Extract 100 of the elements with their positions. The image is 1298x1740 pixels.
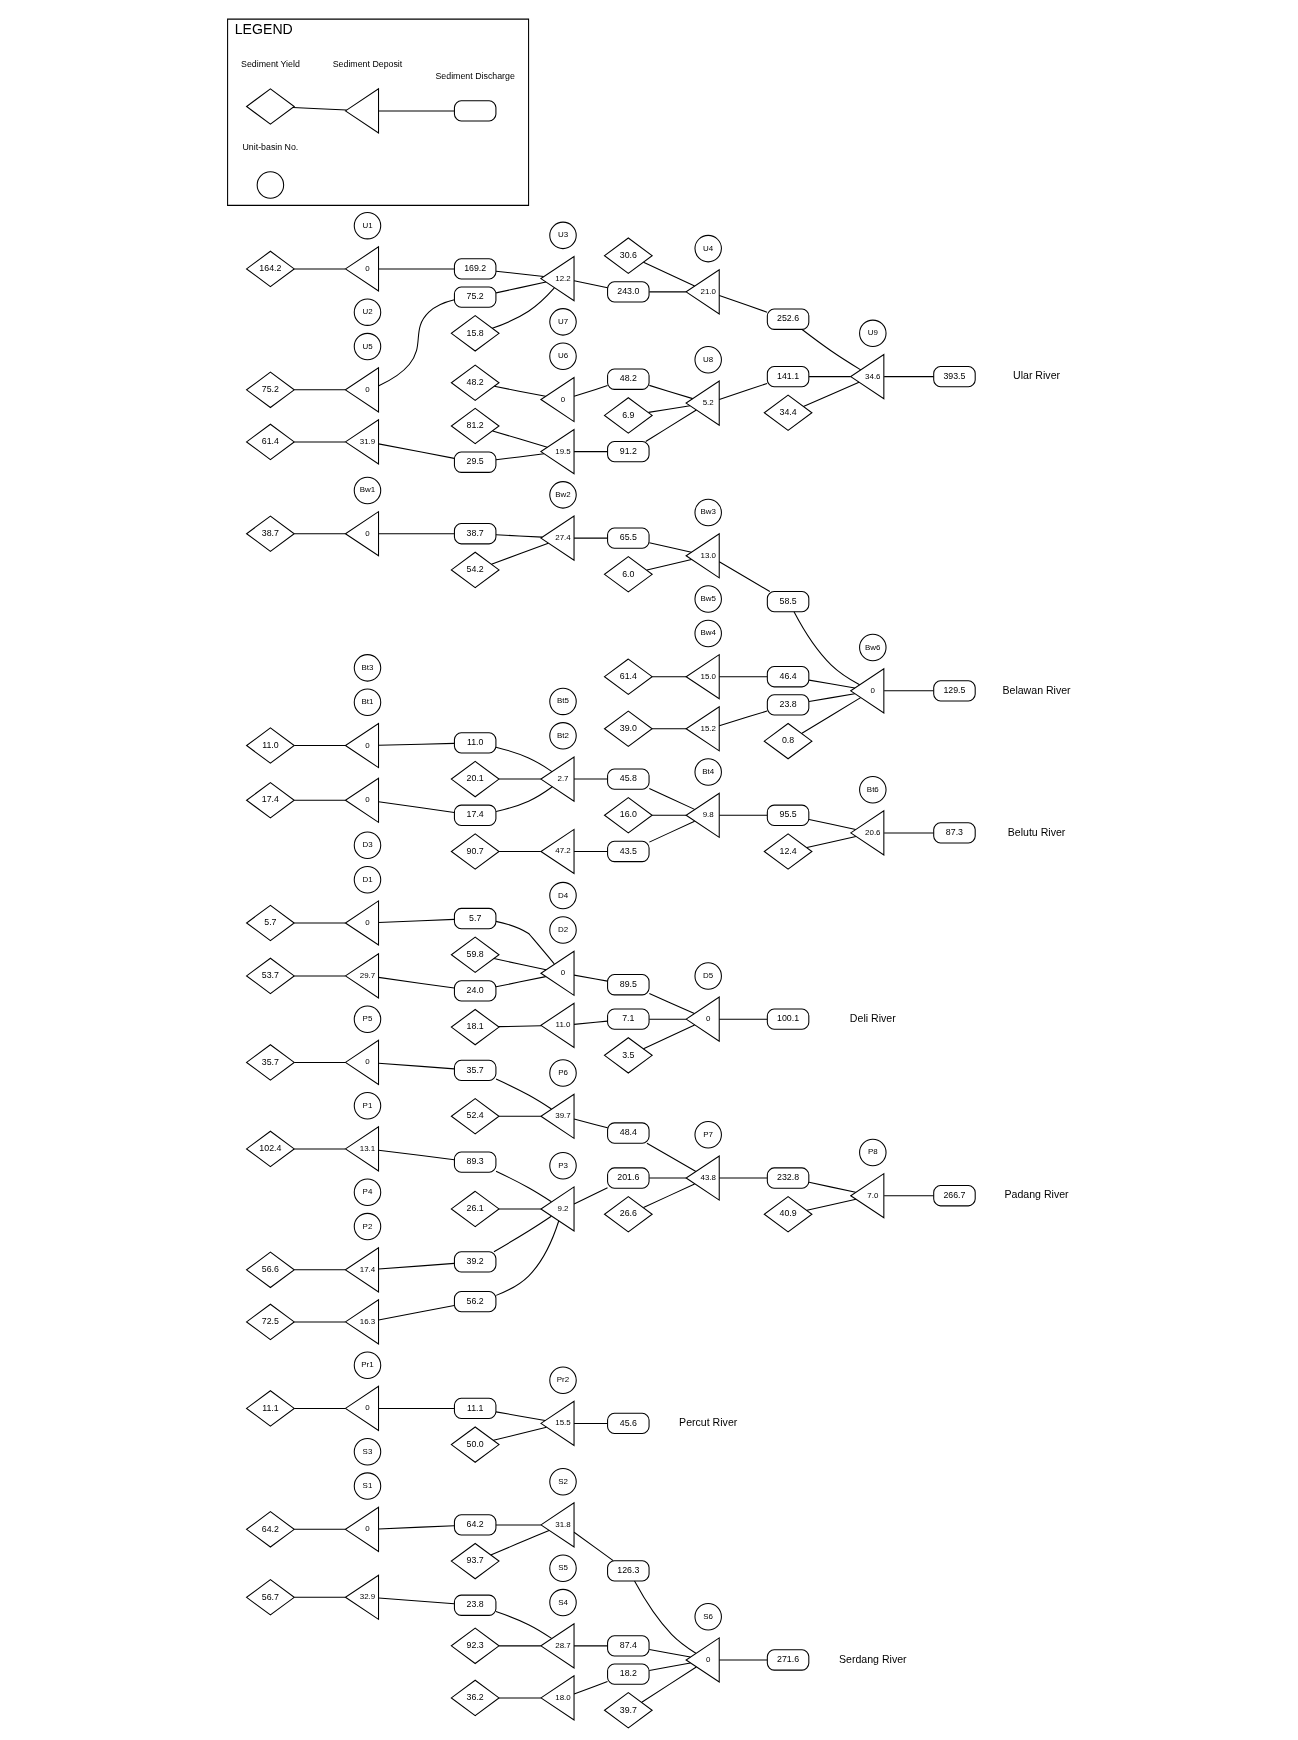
connector: [293, 922, 346, 924]
node-circle: Pr1: [353, 1351, 381, 1379]
connector: [642, 1024, 695, 1050]
connector: [808, 819, 856, 830]
node-diamond: 48.2: [449, 364, 500, 402]
connector: [645, 559, 692, 571]
node-circle: U3: [548, 221, 577, 250]
node-circle: Bt4: [693, 758, 722, 786]
node-circle: S2: [548, 1467, 577, 1496]
connector: [293, 975, 346, 977]
node-box: 18.2: [606, 1663, 650, 1685]
node-box: 11.1: [453, 1397, 496, 1420]
connector: [498, 1115, 541, 1117]
node-box: 243.0: [606, 281, 650, 303]
node-circle: P6: [548, 1059, 577, 1087]
connector: [377, 1407, 455, 1409]
connector: [491, 430, 548, 448]
node-diamond: 75.2: [245, 371, 295, 409]
connector: [883, 376, 934, 378]
node-circle: Bt2: [548, 722, 577, 750]
node-diamond: 17.4: [245, 781, 295, 819]
node-circle: U5: [353, 332, 381, 361]
connector: [718, 1018, 768, 1020]
connector: [377, 268, 455, 270]
node-diamond: 0.8: [762, 722, 813, 760]
node-diamond: 12.4: [762, 833, 813, 870]
node-diamond: [245, 88, 295, 125]
node-box: 23.8: [453, 1594, 496, 1616]
connector: [495, 1524, 541, 1526]
node-box: 393.5: [932, 365, 976, 388]
node-circle: P1: [353, 1091, 381, 1120]
node-diamond: 6.0: [603, 556, 653, 593]
node-circle: D3: [353, 831, 381, 860]
connector: [573, 451, 608, 453]
connector: [377, 1262, 455, 1270]
node-diamond: 18.1: [449, 1008, 500, 1046]
node-circle: D4: [548, 881, 577, 910]
node-box: 43.5: [606, 840, 650, 863]
node-box: 141.1: [766, 365, 809, 388]
connector: [377, 299, 455, 387]
node-circle: U7: [548, 308, 577, 336]
node-box: 17.4: [453, 804, 496, 826]
node-box: 91.2: [606, 440, 650, 463]
connector: [645, 1142, 696, 1173]
node-circle: P3: [548, 1151, 577, 1180]
connector: [633, 1580, 696, 1654]
connector: [495, 786, 553, 812]
node-box: 5.7: [453, 907, 496, 930]
connector: [718, 676, 768, 678]
node-diamond: 6.9: [603, 397, 653, 434]
connector: [808, 376, 851, 378]
connector: [573, 1645, 608, 1647]
node-diamond: 34.4: [762, 394, 813, 432]
node-diamond: 102.4: [245, 1130, 295, 1168]
node-circle: D1: [353, 865, 381, 894]
node-circle: S6: [693, 1602, 722, 1631]
connector: [493, 385, 546, 397]
connector: [491, 287, 555, 329]
node-box: 87.4: [606, 1635, 650, 1657]
node-diamond: 40.9: [762, 1195, 813, 1233]
node-circle: D2: [548, 916, 577, 944]
node-box: 75.2: [453, 286, 496, 308]
connector: [805, 1198, 856, 1211]
connector: [377, 1597, 455, 1605]
node-box: 169.2: [453, 258, 496, 280]
connector: [718, 1659, 768, 1661]
node-circle: P4: [353, 1178, 381, 1206]
connector: [648, 993, 695, 1014]
connector: [293, 799, 346, 801]
node-circle: Bw3: [693, 498, 722, 527]
connector: [293, 1528, 346, 1530]
node-diamond: 39.7: [603, 1691, 653, 1729]
connector: [293, 1148, 346, 1150]
node-box: 29.5: [453, 451, 496, 473]
node-box: 23.8: [766, 694, 809, 716]
label: Belawan River: [1001, 683, 1071, 696]
connector: [648, 291, 686, 293]
connector: [495, 1411, 546, 1421]
connector: [494, 1610, 552, 1639]
node-box: 35.7: [453, 1059, 496, 1082]
node-diamond: 38.7: [245, 515, 295, 552]
connector: [573, 1531, 614, 1562]
connector: [492, 1426, 547, 1441]
connector: [808, 679, 855, 689]
node-box: 65.5: [606, 527, 650, 549]
node-circle: Pr2: [548, 1366, 577, 1394]
connector: [377, 918, 455, 924]
node-box: 232.8: [766, 1167, 809, 1189]
node-circle: Bt6: [858, 775, 887, 804]
node-diamond: 11.1: [245, 1390, 295, 1427]
node-triangle: [343, 87, 379, 134]
connector: [648, 384, 693, 400]
node-diamond: 16.0: [603, 796, 653, 834]
connector: [801, 329, 861, 371]
node-box: 45.6: [606, 1412, 650, 1435]
node-circle: S3: [353, 1437, 381, 1466]
connector: [377, 1304, 455, 1321]
connector: [883, 690, 934, 692]
node-box: 48.4: [606, 1122, 650, 1144]
node-box: 266.7: [932, 1185, 976, 1207]
